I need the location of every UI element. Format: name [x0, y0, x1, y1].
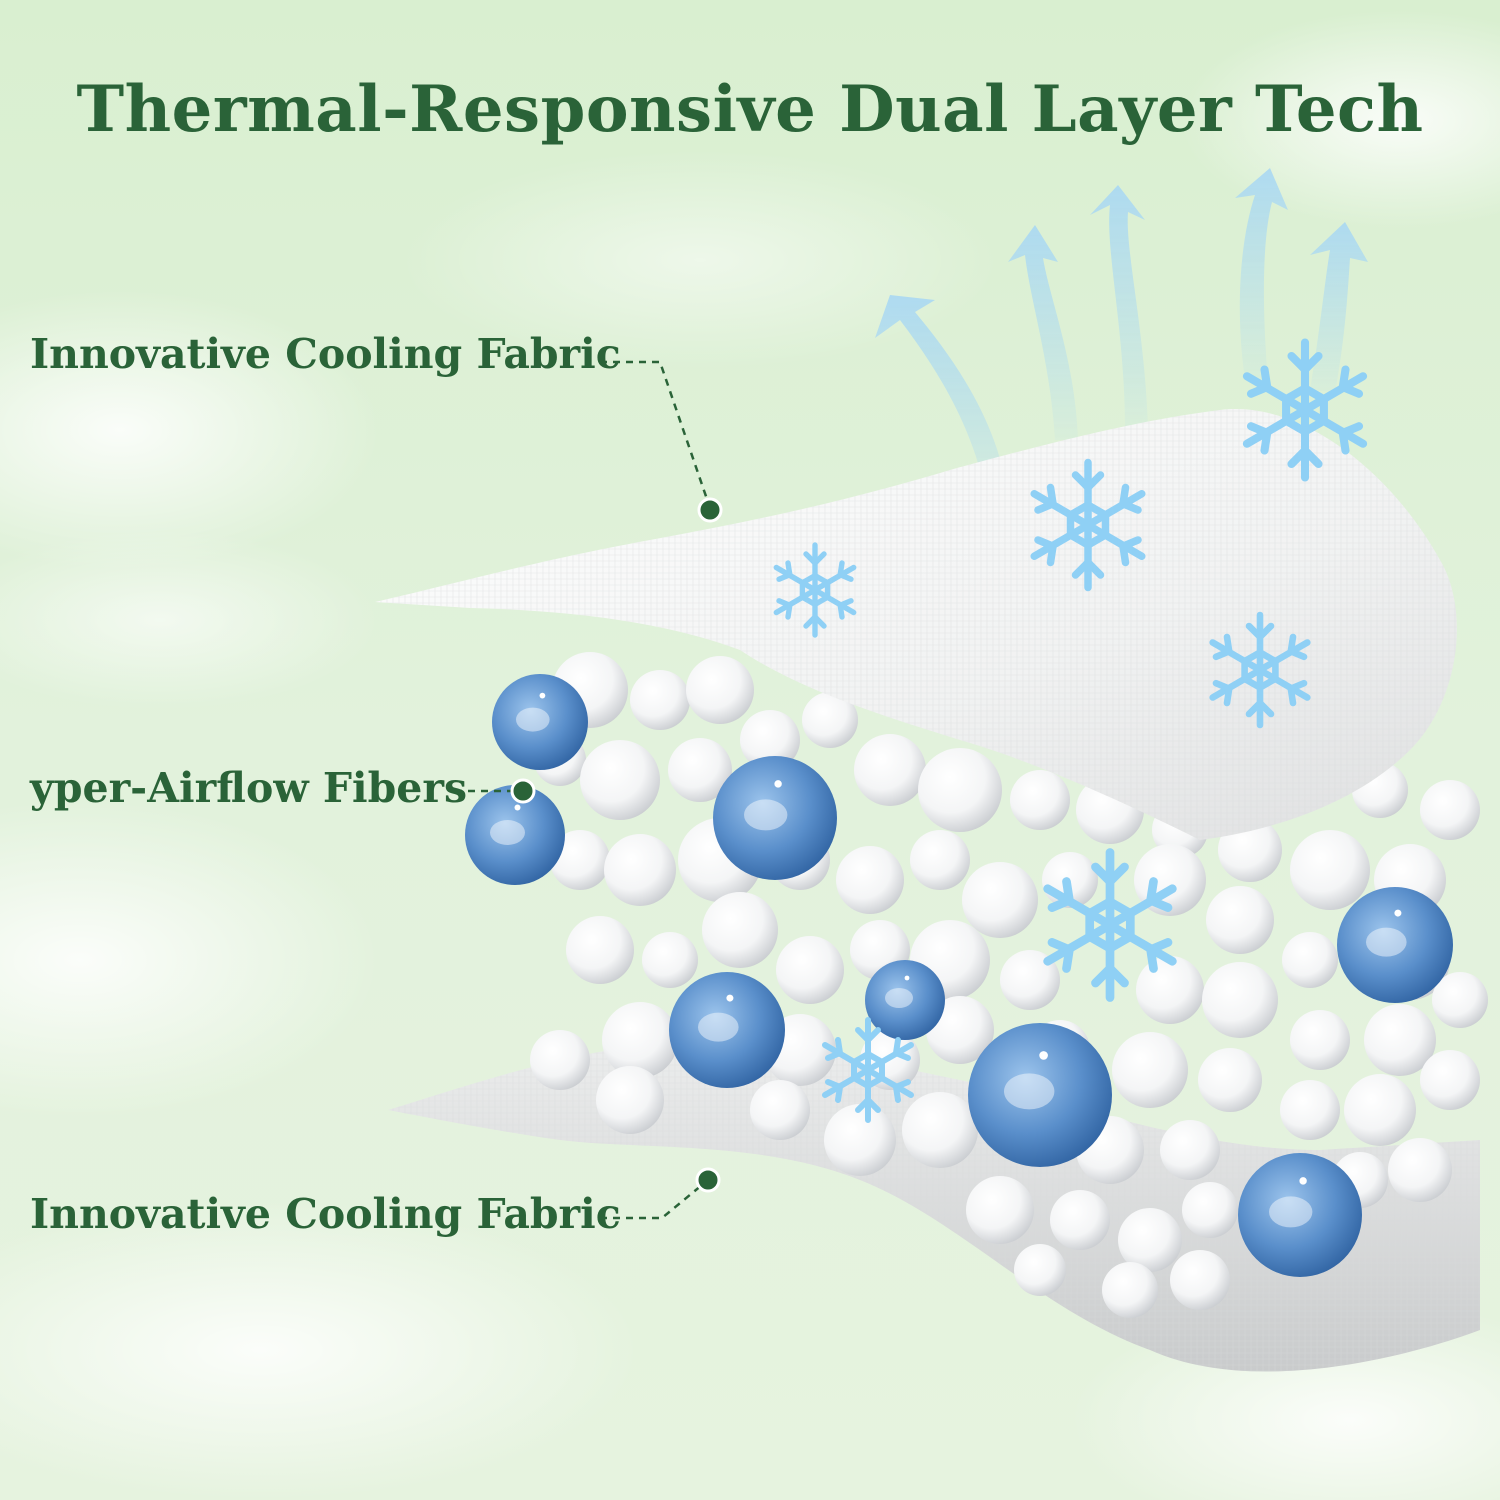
- gel-bead: [669, 972, 785, 1088]
- fiber-ball: [642, 932, 698, 988]
- fiber-ball: [1432, 972, 1488, 1028]
- airflow-arrow-icon: [875, 168, 1368, 520]
- fiber-ball: [802, 692, 858, 748]
- fiber-ball: [1160, 1120, 1220, 1180]
- fiber-ball: [1118, 1208, 1182, 1272]
- fiber-ball: [966, 1176, 1034, 1244]
- page-title: Thermal-Responsive Dual Layer Tech: [76, 72, 1424, 147]
- gel-bead: [465, 785, 565, 885]
- fiber-ball: [1000, 950, 1060, 1010]
- leader-dot-icon: [695, 1167, 721, 1193]
- label-airflow-fibers: yper-Airflow Fibers: [30, 764, 468, 812]
- fiber-ball: [630, 670, 690, 730]
- fiber-ball: [1388, 1138, 1452, 1202]
- fiber-ball: [1290, 830, 1370, 910]
- fiber-ball: [604, 834, 676, 906]
- fiber-ball: [962, 862, 1038, 938]
- fiber-ball: [1102, 1262, 1158, 1318]
- leader-dot-icon: [510, 778, 536, 804]
- fiber-ball: [550, 830, 610, 890]
- fiber-ball: [566, 916, 634, 984]
- fiber-ball: [1344, 1074, 1416, 1146]
- fiber-ball: [530, 1030, 590, 1090]
- fiber-ball: [1202, 962, 1278, 1038]
- fiber-ball: [910, 830, 970, 890]
- fiber-ball: [1420, 1050, 1480, 1110]
- fiber-ball: [686, 656, 754, 724]
- fiber-ball: [1112, 1032, 1188, 1108]
- fiber-ball: [854, 734, 926, 806]
- fiber-ball: [1170, 1250, 1230, 1310]
- fiber-ball: [824, 1104, 896, 1176]
- fiber-ball: [1290, 1010, 1350, 1070]
- fiber-ball: [1010, 770, 1070, 830]
- fiber-ball: [918, 748, 1002, 832]
- fiber-ball: [740, 710, 800, 770]
- fiber-ball: [1206, 886, 1274, 954]
- fiber-ball: [750, 1080, 810, 1140]
- fiber-ball: [1198, 1048, 1262, 1112]
- leader-dot-icon: [697, 497, 723, 523]
- fiber-ball: [1280, 1080, 1340, 1140]
- label-top-cooling-fabric: Innovative Cooling Fabric: [30, 330, 621, 378]
- fiber-ball: [1136, 956, 1204, 1024]
- gel-bead: [1238, 1153, 1362, 1277]
- fiber-ball: [602, 1002, 678, 1078]
- fiber-ball: [776, 936, 844, 1004]
- fiber-ball: [580, 740, 660, 820]
- fiber-ball: [836, 846, 904, 914]
- fiber-ball: [926, 996, 994, 1064]
- fiber-ball: [1420, 780, 1480, 840]
- gel-bead: [1337, 887, 1453, 1003]
- fiber-ball: [1364, 1004, 1436, 1076]
- fiber-ball: [1014, 1244, 1066, 1296]
- fiber-ball: [668, 738, 732, 802]
- fiber-ball: [1182, 1182, 1238, 1238]
- fiber-ball: [902, 1092, 978, 1168]
- gel-bead: [713, 756, 837, 880]
- gel-bead: [968, 1023, 1112, 1167]
- gel-bead: [492, 674, 588, 770]
- fiber-ball: [702, 892, 778, 968]
- fiber-ball: [1282, 932, 1338, 988]
- fiber-ball: [596, 1066, 664, 1134]
- label-bottom-cooling-fabric: Innovative Cooling Fabric: [30, 1190, 621, 1238]
- gel-bead: [865, 960, 945, 1040]
- fiber-ball: [1050, 1190, 1110, 1250]
